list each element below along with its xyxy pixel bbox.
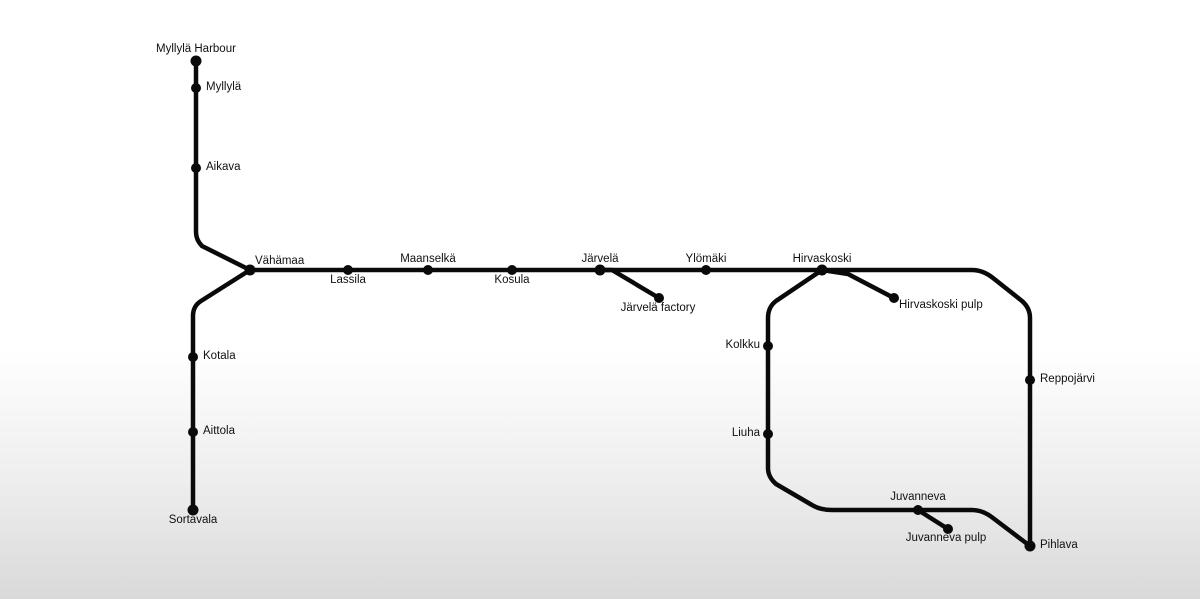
station-dot-jarvela-factory[interactable] — [654, 293, 664, 303]
station-dot-kolkku[interactable] — [763, 341, 773, 351]
station-dot-kotala[interactable] — [188, 352, 198, 362]
station-dot-aikava[interactable] — [191, 163, 201, 173]
station-dot-maanselka[interactable] — [423, 265, 433, 275]
station-dot-vahamaa[interactable] — [244, 264, 256, 276]
station-label-kolkku: Kolkku — [725, 339, 760, 351]
station-dot-kosula[interactable] — [507, 265, 517, 275]
station-label-lassila: Lassila — [330, 274, 366, 286]
track-main-line — [247, 267, 1033, 549]
station-dot-hirvaskoski-pulp[interactable] — [889, 293, 899, 303]
station-label-kotala: Kotala — [203, 350, 236, 362]
track-myllyla-branch — [193, 58, 253, 273]
station-dot-juvanneva[interactable] — [913, 505, 923, 515]
station-dot-reppojarvi[interactable] — [1025, 375, 1035, 385]
station-label-jarvela-factory: Järvelä factory — [621, 302, 696, 314]
station-label-pihlava: Pihlava — [1040, 539, 1078, 551]
track-sortavala-branch — [190, 267, 253, 513]
station-label-jarvela: Järvelä — [581, 253, 619, 265]
station-dot-juvanneva-pulp[interactable] — [943, 524, 953, 534]
station-dot-jarvela[interactable] — [594, 264, 606, 276]
station-label-ylomaki: Ylömäki — [686, 253, 727, 265]
station-label-maanselka: Maanselkä — [400, 253, 456, 265]
station-label-myllyla: Myllylä — [206, 81, 242, 93]
station-dot-myllyla-harbour[interactable] — [190, 55, 202, 67]
station-label-myllyla-harbour: Myllylä Harbour — [156, 43, 236, 55]
track-juvanneva-pulp-spur — [915, 507, 951, 532]
station-label-liuha: Liuha — [732, 427, 761, 439]
station-dot-ylomaki[interactable] — [701, 265, 711, 275]
station-dot-sortavala[interactable] — [187, 504, 199, 516]
station-label-hirvaskoski: Hirvaskoski — [793, 253, 852, 265]
track-lines — [190, 58, 1033, 549]
station-dot-hirvaskoski[interactable] — [816, 264, 828, 276]
station-dot-lassila[interactable] — [343, 265, 353, 275]
station-dot-myllyla[interactable] — [191, 83, 201, 93]
track-hirvaskoski-pulp-spur — [819, 267, 897, 301]
station-label-juvanneva: Juvanneva — [890, 491, 946, 503]
track-jarvela-factory-spur — [597, 267, 662, 301]
track-kolkku-loop — [765, 267, 1033, 549]
station-label-sortavala: Sortavala — [169, 514, 218, 526]
station-label-kosula: Kosula — [494, 274, 530, 286]
station-label-aikava: Aikava — [206, 161, 241, 173]
station-dot-pihlava[interactable] — [1024, 540, 1036, 552]
station-label-hirvaskoski-pulp: Hirvaskoski pulp — [899, 299, 983, 311]
station-dot-liuha[interactable] — [763, 429, 773, 439]
station-labels: Myllylä Harbour Myllylä Aikava Vähämaa L… — [156, 43, 1095, 551]
station-label-reppojarvi: Reppojärvi — [1040, 373, 1095, 385]
station-label-aittola: Aittola — [203, 425, 236, 437]
station-label-vahamaa: Vähämaa — [255, 255, 305, 267]
station-label-juvanneva-pulp: Juvanneva pulp — [906, 532, 987, 544]
station-dot-aittola[interactable] — [188, 427, 198, 437]
station-dots — [187, 55, 1036, 552]
